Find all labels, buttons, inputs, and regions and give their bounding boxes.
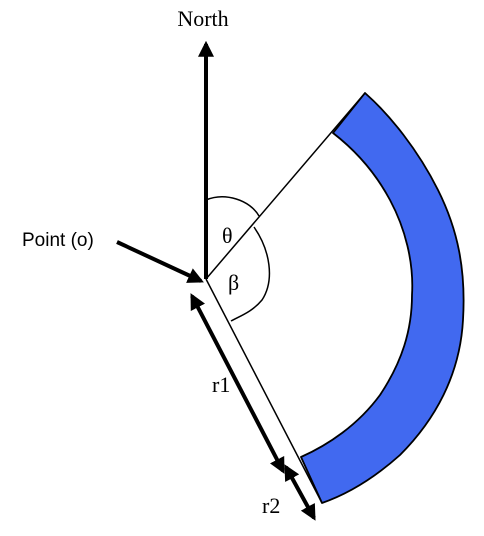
beta-symbol: β [228,270,239,295]
annulus-band [300,92,465,504]
point-o-label: Point (o) [22,230,94,251]
upper-radial-line [205,92,366,280]
point-pointer-arrow [116,240,204,283]
r2-label: r2 [262,493,280,518]
theta-symbol: θ [222,223,233,248]
theta-angle-arc [205,196,260,217]
r1-label: r1 [212,372,230,397]
r1-dimension-arrow [190,293,285,474]
north-label: North [177,6,228,31]
r2-dimension-arrow [284,464,316,521]
